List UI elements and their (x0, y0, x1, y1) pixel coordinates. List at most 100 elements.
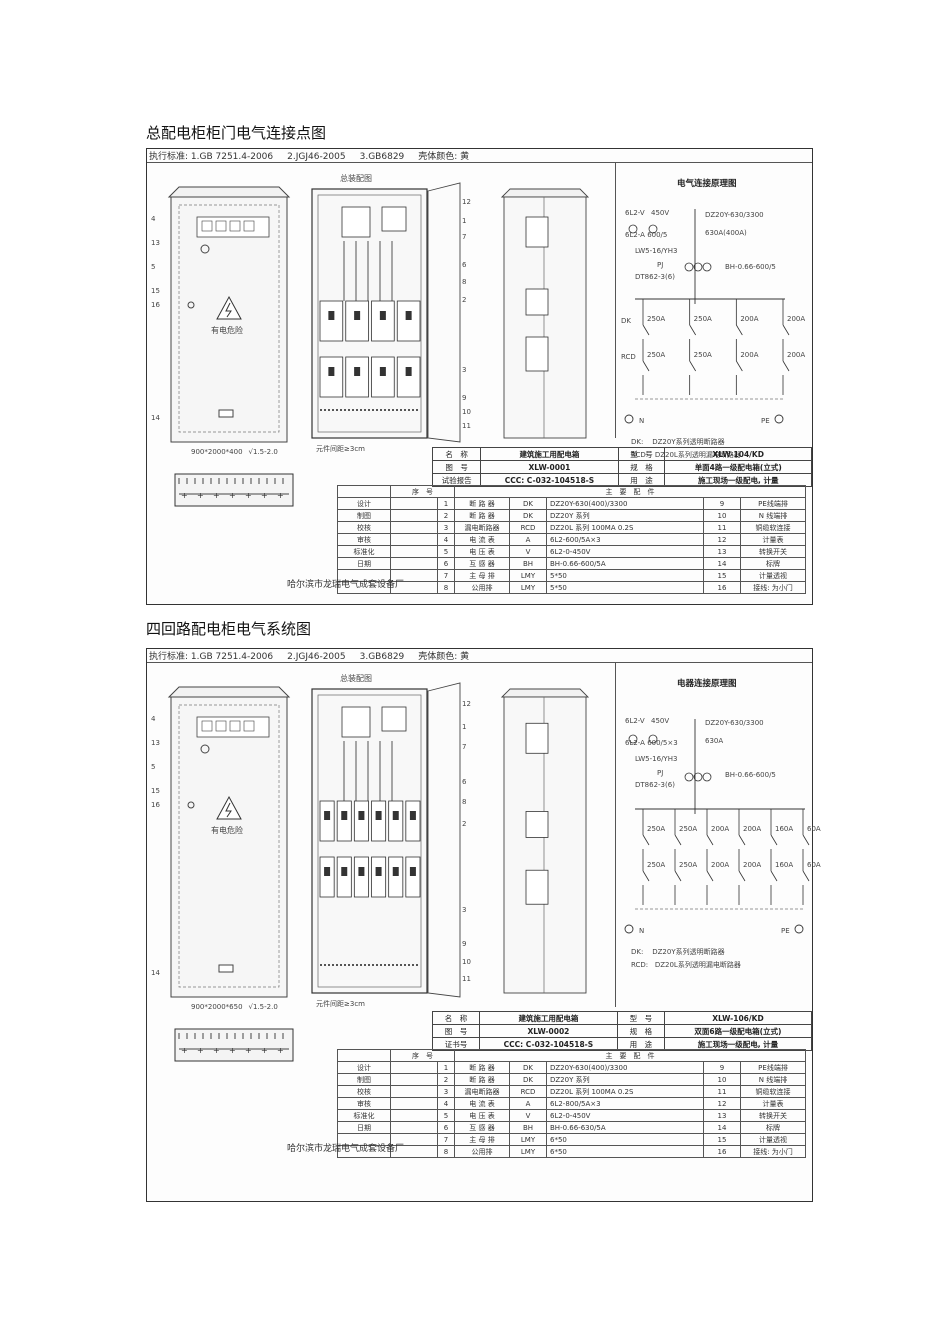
ct-icon (693, 772, 703, 782)
callout-left: 15 (151, 787, 160, 795)
approval-cell: 标准化 (337, 545, 391, 558)
branch-rating-rcd: 200A (740, 351, 759, 359)
strip-plus-icon: + (181, 491, 188, 500)
title-block-cell: 规 格 (617, 460, 666, 474)
parts-cell: 3 (437, 521, 455, 534)
title-block-cell: XLW-0002 (479, 1024, 618, 1038)
strip-plus-icon: + (197, 491, 204, 500)
parts-cell: 15 (703, 1133, 741, 1146)
parts-cell: 5*50 (546, 569, 704, 582)
title-block-cell: 型 号 (617, 447, 666, 461)
door-outline (178, 704, 280, 988)
meter-dial (229, 720, 241, 732)
breaker-toggle (341, 867, 348, 876)
parts-cell: RCD (509, 521, 547, 534)
approval-cell: 校核 (337, 1085, 391, 1098)
callout-right: 1 (462, 723, 467, 732)
thickness-text: √1.5-2.0 (248, 1003, 278, 1011)
cabinet-front (170, 696, 288, 998)
danger-label: 有电危险 (211, 826, 243, 835)
parts-cell: LMY (509, 569, 547, 582)
approval-cell: 审核 (337, 1097, 391, 1110)
parts-cell: 6*50 (546, 1133, 704, 1146)
door-outline (178, 204, 280, 433)
parts-cell: 计量表 (740, 533, 806, 546)
parts-cell: 转换开关 (740, 1109, 806, 1122)
parts-cell: 互 感 器 (454, 1121, 510, 1134)
parts-cell: V (509, 1109, 547, 1122)
neutral-label: N (639, 927, 645, 935)
parts-cell: 11 (703, 521, 741, 534)
branch-switch (782, 324, 790, 336)
parts-cell: PE线端排 (740, 1061, 806, 1074)
meter-dial (243, 220, 255, 232)
schematic-label: 630A (705, 737, 724, 745)
row-rcd-label: RCD (621, 353, 636, 361)
parts-cell: 漏电断路器 (454, 1085, 510, 1098)
title-block-cell: 型 号 (616, 1011, 665, 1025)
branch-breaker (319, 856, 335, 898)
branch-rating-rcd: 250A (693, 351, 712, 359)
ammeter-icon (648, 224, 658, 234)
parts-cell: DK (509, 1073, 547, 1086)
breaker-toggle (392, 867, 399, 876)
branch-rating-rcd: 200A (743, 861, 762, 869)
parts-cell: LMY (509, 1133, 547, 1146)
branch-rating: 200A (740, 315, 759, 323)
branch-rating-rcd: 60A (807, 861, 821, 869)
meter-dial (201, 220, 213, 232)
approval-cell: 校核 (337, 521, 391, 534)
parts-cell: 接线: 为小门 (740, 581, 806, 594)
cabinet-dimensions: 900*2000*650√1.5-2.0 (191, 1003, 278, 1011)
parts-cell: 公用排 (454, 581, 510, 594)
branch-rating: 160A (775, 825, 794, 833)
strip-plus-icon: + (229, 491, 236, 500)
strip-plus-icon: + (181, 1046, 188, 1055)
nameplate (218, 964, 234, 973)
callout-right: 11 (462, 974, 471, 983)
signature-cell (390, 1073, 438, 1086)
switch-knob (200, 244, 210, 254)
parts-cell: 漏电断路器 (454, 521, 510, 534)
approval-cell: 审核 (337, 533, 391, 546)
schematic-legend: RCD: DZ20L系列透明漏电断路器 (631, 961, 741, 969)
callout-right: 1 (462, 217, 467, 225)
parts-cell: 15 (703, 569, 741, 582)
title-block-cell: 图 号 (431, 460, 482, 474)
breaker-toggle (375, 867, 382, 876)
parts-cell: BH (509, 1121, 547, 1134)
parts-cell: 12 (703, 533, 741, 546)
parts-cell: 6*50 (546, 1145, 704, 1158)
dims-text: 900*2000*400 (191, 448, 243, 456)
neutral-terminal-icon (624, 924, 634, 934)
parts-cell: BH (509, 557, 547, 570)
callout-right: 10 (462, 957, 471, 966)
parts-cell: 2 (437, 1073, 455, 1086)
callout-right: 8 (462, 277, 467, 286)
callout-right: 2 (462, 296, 467, 305)
callout-right: 2 (462, 820, 467, 829)
parts-cell: LMY (509, 581, 547, 594)
signature-cell (390, 1109, 438, 1122)
branch-breaker (345, 356, 369, 398)
schematic-label: DZ20Y-630/3300 (705, 719, 764, 727)
strip-plus-icon: + (261, 1046, 268, 1055)
breaker-toggle (328, 367, 335, 376)
parts-cell: 14 (703, 557, 741, 570)
parts-cell: 5 (437, 545, 455, 558)
ct-icon (702, 262, 712, 272)
parts-cell: DZ20L 系列 100MA 0.2S (546, 521, 704, 534)
open-door (427, 182, 461, 443)
signature-cell (390, 521, 438, 534)
branch-switch (689, 360, 697, 372)
